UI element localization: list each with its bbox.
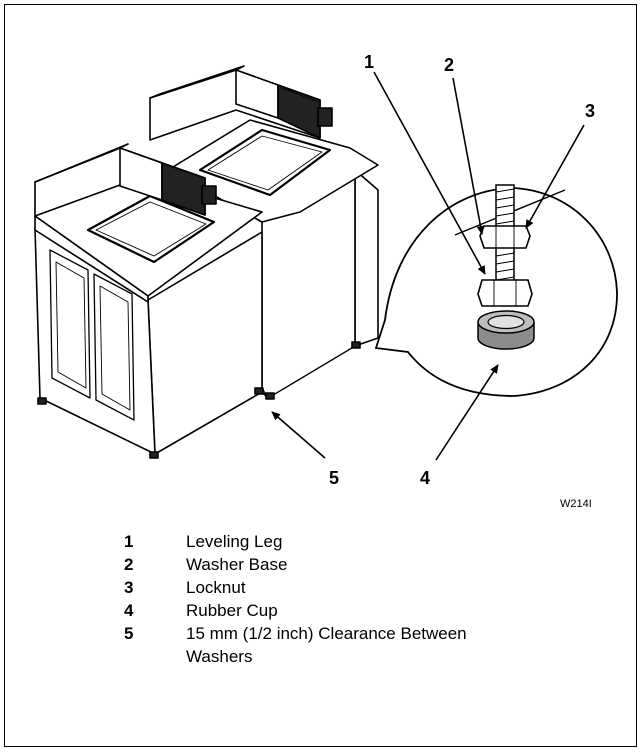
legend-text: 15 mm (1/2 inch) Clearance Between Washe…	[186, 624, 467, 666]
callout-4: 4	[420, 468, 430, 488]
leveling-leg-detail-view	[374, 184, 618, 397]
legend-number: 1	[124, 532, 134, 551]
legend-text: Rubber Cup	[186, 601, 278, 620]
callout-5: 5	[329, 468, 339, 488]
callout-3: 3	[585, 101, 595, 121]
rear-washer	[149, 65, 379, 400]
legend-number: 3	[124, 578, 134, 597]
legend-number: 5	[124, 624, 134, 643]
front-washer	[34, 143, 264, 459]
legend-number: 4	[124, 601, 134, 620]
washer-installation-illustration: 1 2 3 4 5	[34, 52, 618, 488]
legend-number: 2	[124, 555, 134, 574]
locknut	[479, 225, 531, 249]
legend-text: Washer Base	[186, 555, 288, 574]
legend-text: Leveling Leg	[186, 532, 283, 551]
callout-1: 1	[364, 52, 374, 72]
figure-id-label: W214I	[560, 498, 592, 510]
callout-2: 2	[444, 55, 454, 75]
leader-arrows	[271, 71, 585, 461]
rubber-cup	[477, 310, 535, 350]
legend-text: Locknut	[186, 578, 246, 597]
